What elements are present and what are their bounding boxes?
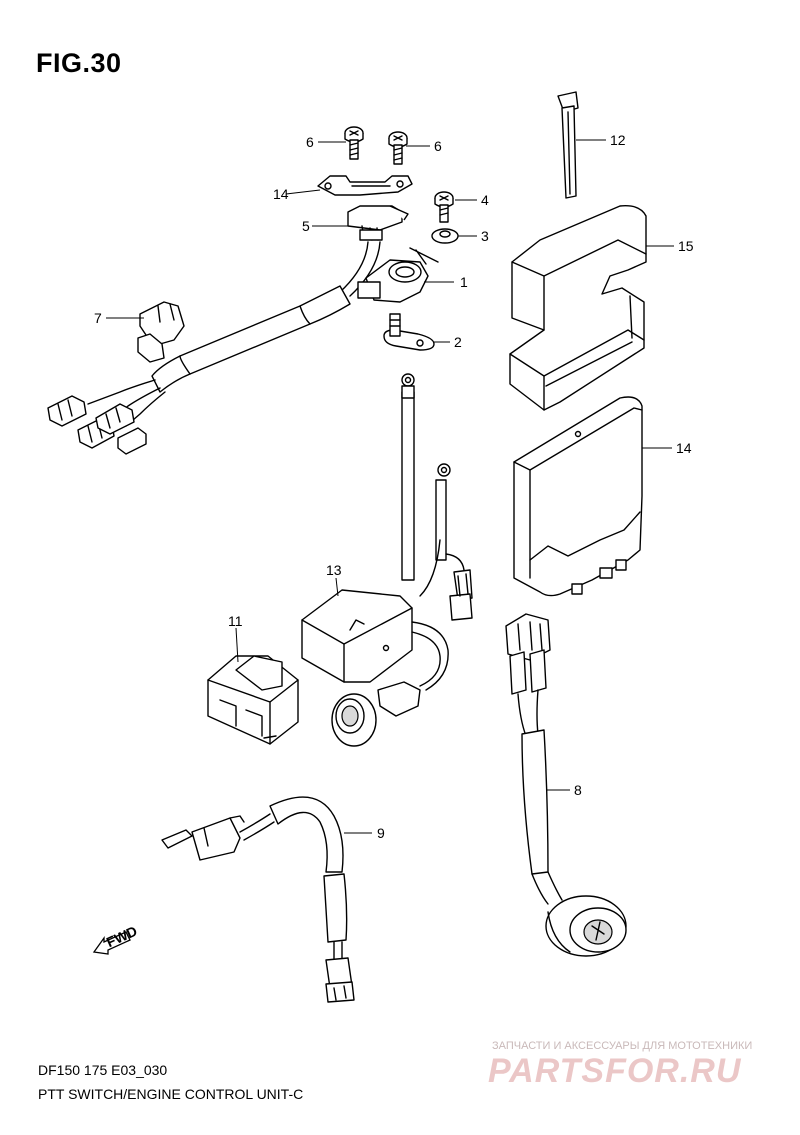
callout-9: 8 — [574, 782, 582, 798]
part-clamp-7 — [137, 301, 185, 363]
part-ecu-14 — [513, 396, 643, 597]
part-cable-tie-11 — [557, 91, 579, 199]
watermark-tagline: ЗАПЧАСТИ И АКСЕССУАРЫ ДЛЯ МОТОТЕХНИКИ — [492, 1040, 753, 1052]
callout-1: 1 — [460, 274, 468, 290]
callout-15: 15 — [678, 238, 694, 254]
callout-2: 2 — [454, 334, 462, 350]
fwd-label: FWD — [104, 923, 140, 951]
part-washer-3 — [431, 228, 459, 244]
part-relay-12 — [301, 373, 473, 747]
callout-6-left: 6 — [306, 134, 314, 150]
callout-6-right: 6 — [434, 138, 442, 154]
part-switch-5 — [347, 205, 409, 241]
callout-3: 3 — [481, 228, 489, 244]
callout-8: 14 — [273, 186, 289, 202]
figure-title: FIG.30 — [36, 48, 122, 78]
part-screw-6-left — [344, 126, 364, 160]
figure-caption: PTT SWITCH/ENGINE CONTROL UNIT-C — [38, 1086, 304, 1102]
callout-4: 4 — [481, 192, 489, 208]
callout-12: 13 — [326, 562, 342, 578]
part-screw-6-right — [388, 131, 408, 165]
part-harness-10 — [161, 796, 355, 1003]
fwd-direction-arrow: FWD — [92, 923, 140, 955]
callout-5: 5 — [302, 218, 310, 234]
part-harness-1 — [47, 241, 439, 455]
part-harness-9 — [505, 613, 627, 957]
callout-10: 9 — [377, 825, 385, 841]
part-bracket-8 — [317, 175, 413, 196]
part-bolt-4 — [434, 191, 454, 223]
callout-14: 14 — [676, 440, 692, 456]
part-holder-13 — [207, 655, 299, 745]
watermark-logo: PARTSFOR.RU — [488, 1052, 742, 1090]
callout-11: 12 — [610, 132, 626, 148]
leader-lines — [106, 139, 674, 834]
part-cover-15 — [509, 205, 647, 411]
model-code: DF150 175 E03_030 — [38, 1062, 168, 1078]
callout-13: 11 — [228, 613, 243, 629]
callout-7: 7 — [94, 310, 102, 326]
part-lever-2 — [383, 313, 435, 351]
